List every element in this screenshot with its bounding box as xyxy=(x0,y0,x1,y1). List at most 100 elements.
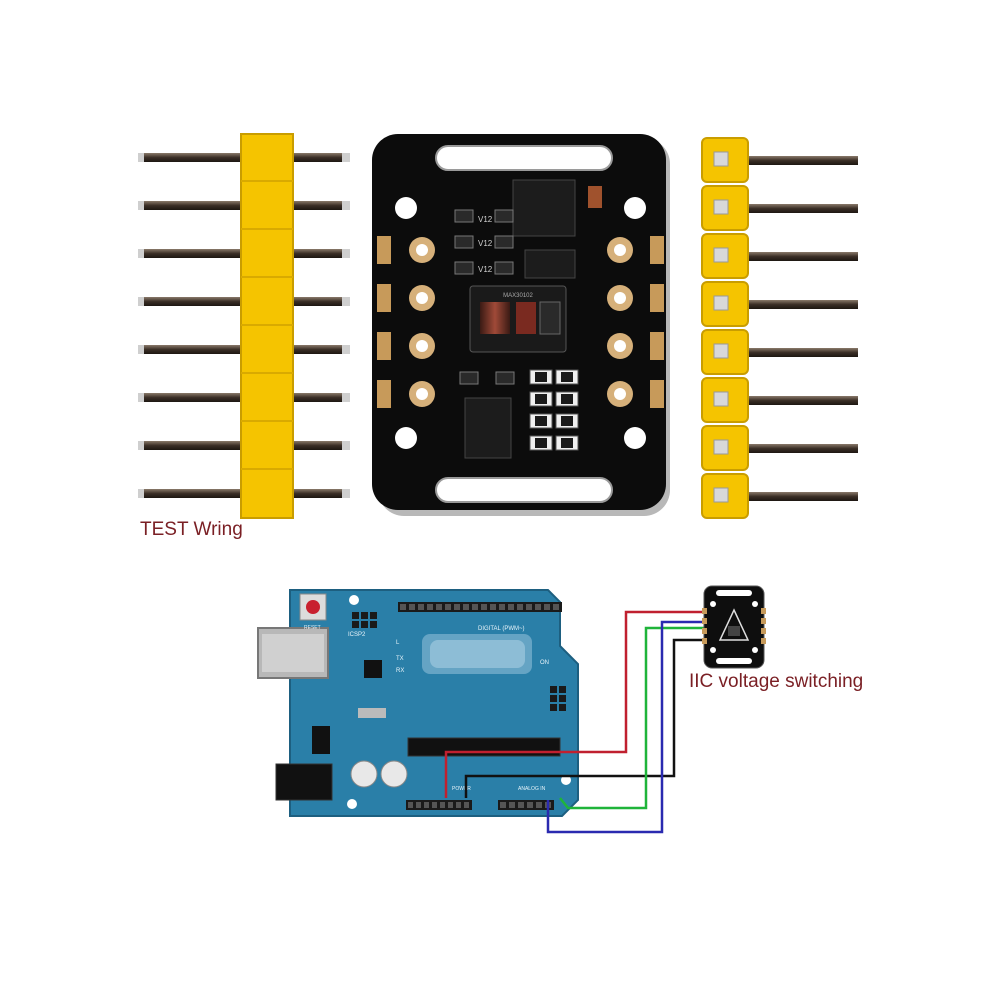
left-pin-header xyxy=(138,133,350,519)
right-pin-header xyxy=(701,137,858,519)
on-led-label: ON xyxy=(540,660,549,666)
header-pin xyxy=(736,204,858,213)
header-pin xyxy=(436,604,442,610)
smd-chip xyxy=(364,660,382,678)
edge-pad xyxy=(650,236,664,264)
level-shifter-ic xyxy=(464,397,512,459)
header-pin xyxy=(418,604,424,610)
capacitor xyxy=(588,186,602,208)
header-pin xyxy=(527,802,533,808)
edge-pad xyxy=(702,628,707,634)
edge-pad xyxy=(702,638,707,644)
l-led-label: L xyxy=(396,640,400,646)
arduino-pcb xyxy=(289,589,579,817)
smd-part xyxy=(494,209,514,223)
edge-pad xyxy=(761,618,766,624)
header-pin xyxy=(499,604,505,610)
header-pin xyxy=(736,252,858,261)
header-pin xyxy=(400,604,406,610)
header-pin xyxy=(508,604,514,610)
header-pin xyxy=(736,396,858,405)
edge-pad xyxy=(761,638,766,644)
voltage-regulator xyxy=(312,726,330,754)
header-pin xyxy=(352,612,359,619)
smd-part xyxy=(454,209,474,223)
smd-part xyxy=(494,261,514,275)
header-pin xyxy=(424,802,429,808)
header-pin xyxy=(518,802,524,808)
header-pin xyxy=(427,604,433,610)
reset-label: RESET xyxy=(304,625,321,631)
edge-pads xyxy=(377,236,664,408)
header-pin xyxy=(559,704,566,711)
wire-scl xyxy=(546,620,708,834)
digital-label: DIGITAL (PWM~) xyxy=(478,626,525,632)
silkscreen-label: V12 xyxy=(478,265,493,274)
small-sensor-module xyxy=(702,585,766,669)
mount-hole xyxy=(395,427,417,449)
right-header-plastic xyxy=(701,137,749,519)
header-pin xyxy=(463,604,469,610)
header-pin xyxy=(553,604,559,610)
header-pin xyxy=(517,604,523,610)
header-pin xyxy=(736,300,858,309)
silkscreen-label: V12 xyxy=(478,239,493,248)
header-pin xyxy=(509,802,515,808)
header-pin xyxy=(544,604,550,610)
regulator-ic xyxy=(512,179,576,237)
smd-part xyxy=(459,371,479,385)
icsp-header xyxy=(352,612,377,628)
power-header xyxy=(406,800,472,810)
smd-part xyxy=(495,371,515,385)
silkscreen-label: V12 xyxy=(478,215,493,224)
edge-pad xyxy=(761,608,766,614)
edge-pad xyxy=(650,380,664,408)
icsp-label: ICSP2 xyxy=(348,632,366,638)
header-pin xyxy=(736,348,858,357)
right-header-pins xyxy=(736,156,858,501)
header-pin xyxy=(432,802,437,808)
header-pin xyxy=(736,156,858,165)
header-pin xyxy=(445,604,451,610)
digital-header xyxy=(398,602,562,612)
edge-pad xyxy=(650,284,664,312)
header-pin xyxy=(736,444,858,453)
edge-pad xyxy=(761,628,766,634)
icsp-header-2 xyxy=(550,686,566,711)
arduino-uno-board: RESET ICSP2 DIGITAL (PWM~) L TX RX ON PO… xyxy=(257,589,579,817)
edge-pad xyxy=(377,236,391,264)
mount-hole xyxy=(395,197,417,219)
header-pin xyxy=(416,802,421,808)
wire-vin xyxy=(444,610,708,798)
header-pin xyxy=(536,802,542,808)
header-pin xyxy=(472,604,478,610)
header-pin xyxy=(481,604,487,610)
header-pin xyxy=(454,604,460,610)
edge-pad xyxy=(377,332,391,360)
header-pin xyxy=(550,704,557,711)
strap-slot-bottom xyxy=(435,477,613,503)
header-pin xyxy=(456,802,461,808)
edge-pad xyxy=(702,608,707,614)
smd-part xyxy=(454,261,474,275)
header-pin xyxy=(736,492,858,501)
header-pin xyxy=(352,621,359,628)
through-hole-pads xyxy=(409,237,633,407)
mount-hole xyxy=(624,427,646,449)
edge-pad xyxy=(650,332,664,360)
header-pin xyxy=(408,802,413,808)
max30102-module: MAX30102 V12 V12 V12 xyxy=(372,134,670,516)
smd-part xyxy=(454,235,474,249)
mount-hole xyxy=(624,197,646,219)
wire-sda xyxy=(559,626,708,810)
wire-gnd xyxy=(464,638,708,798)
capacitor xyxy=(380,760,408,788)
header-pin xyxy=(550,695,557,702)
edge-pad xyxy=(702,618,707,624)
test-wiring-caption: TEST Wring xyxy=(140,519,243,540)
edge-pad xyxy=(377,380,391,408)
iic-voltage-switching-caption: IIC voltage switching xyxy=(689,671,864,692)
header-pin xyxy=(361,621,368,628)
header-pin xyxy=(370,612,377,619)
